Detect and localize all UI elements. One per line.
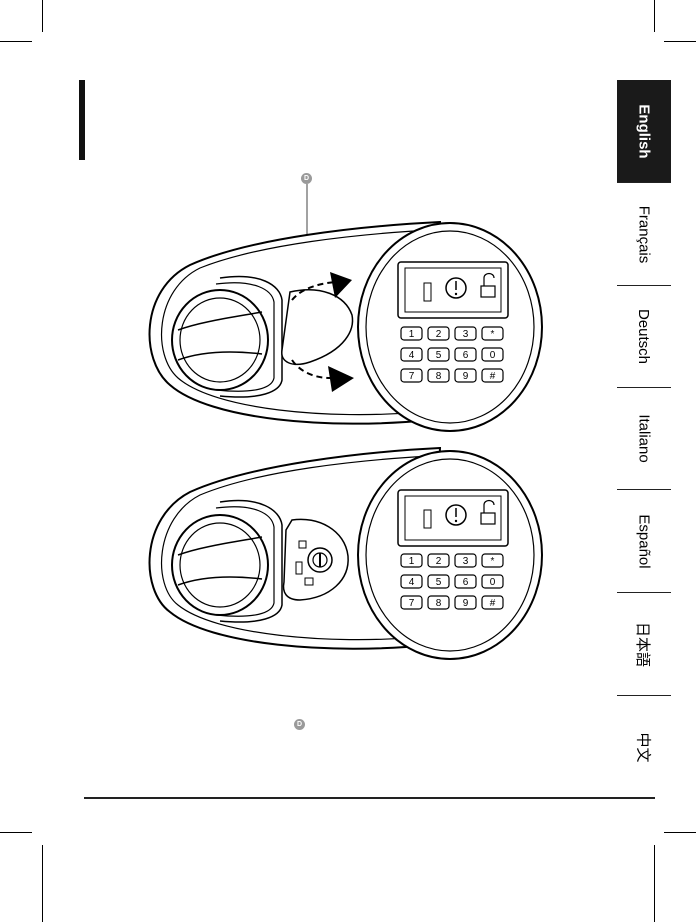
keypad-key-label: 3 xyxy=(463,556,469,567)
callout-d-top: D xyxy=(301,173,312,184)
keypad-key-label: 8 xyxy=(436,598,442,609)
tab-italiano[interactable]: Italiano xyxy=(617,388,671,490)
callout-d-inline: D xyxy=(294,719,305,730)
tab-label: 中文 xyxy=(633,732,654,762)
tab-espanol[interactable]: Español xyxy=(617,490,671,593)
keypad-key-label: 2 xyxy=(436,556,442,567)
tab-label: Français xyxy=(636,205,653,263)
keypad-key-label: 7 xyxy=(409,598,415,609)
tab-francais[interactable]: Français xyxy=(617,183,671,286)
keypad-key-label: 0 xyxy=(490,577,496,588)
footer-rule xyxy=(84,797,655,799)
tab-label: 日本語 xyxy=(633,621,654,666)
keypad-key-label: 6 xyxy=(463,577,469,588)
tab-japanese[interactable]: 日本語 xyxy=(617,593,671,696)
tab-label: Italiano xyxy=(636,414,653,462)
keypad-key-label: 1 xyxy=(409,556,415,567)
keypad-key-label: # xyxy=(490,598,496,609)
keypad-key-label: 9 xyxy=(463,598,469,609)
tab-english[interactable]: English xyxy=(617,80,671,183)
keypad-key-label: * xyxy=(491,556,495,567)
tab-deutsch[interactable]: Deutsch xyxy=(617,286,671,388)
keypad-key-label: 4 xyxy=(409,577,415,588)
tab-label: Deutsch xyxy=(636,309,653,364)
tab-label: Español xyxy=(636,514,653,568)
tab-label: English xyxy=(636,104,653,158)
tab-chinese[interactable]: 中文 xyxy=(617,696,671,799)
keypad-key-label: 5 xyxy=(436,577,442,588)
